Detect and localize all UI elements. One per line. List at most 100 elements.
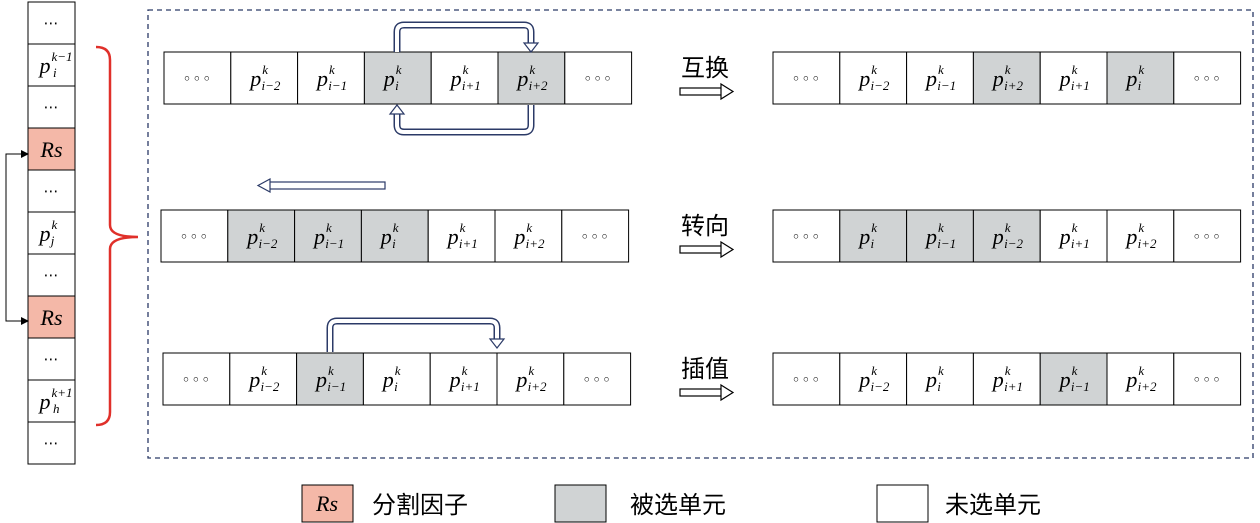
ring-dots-label: ◦◦◦ xyxy=(1192,228,1222,246)
sequence-cell: ◦◦◦ xyxy=(163,51,232,105)
sequence-cell: ◦◦◦ xyxy=(772,352,841,406)
left-column-cell: ⋯ xyxy=(27,1,76,45)
right-arrow-icon xyxy=(720,383,735,402)
ellipsis-label: ⋯ xyxy=(44,266,60,284)
operations-frame xyxy=(147,9,1254,459)
left-column-cell: ⋯ xyxy=(27,421,76,465)
operation-label: 互换 xyxy=(681,54,729,82)
legend-unselected-swatch xyxy=(876,484,929,523)
ellipsis-label: ⋯ xyxy=(44,434,60,452)
legend-rs-label: 分割因子 xyxy=(372,491,468,519)
sequence-cell: ◦◦◦ xyxy=(1173,209,1242,263)
rs-label: Rs xyxy=(40,137,63,162)
ellipsis-label: ⋯ xyxy=(44,350,60,368)
sequence-cell: ◦◦◦ xyxy=(772,209,841,263)
sequence-cell: ◦◦◦ xyxy=(162,352,231,406)
ring-dots-label: ◦◦◦ xyxy=(1192,70,1222,88)
ring-dots-label: ◦◦◦ xyxy=(580,228,610,246)
legend-rs-swatch xyxy=(301,484,354,523)
left-column-cell: ⋯ xyxy=(27,169,76,213)
sequence-cell: ◦◦◦ xyxy=(561,209,630,263)
operation-label: 转向 xyxy=(681,212,729,240)
sequence-cell: ◦◦◦ xyxy=(772,51,841,105)
ring-dots-label: ◦◦◦ xyxy=(792,371,822,389)
ring-dots-label: ◦◦◦ xyxy=(792,228,822,246)
ring-dots-label: ◦◦◦ xyxy=(583,70,613,88)
sequence-cell: ◦◦◦ xyxy=(1173,352,1242,406)
sequence-cell: ◦◦◦ xyxy=(563,352,632,406)
ellipsis-label: ⋯ xyxy=(44,98,60,116)
sequence-cell: ◦◦◦ xyxy=(1173,51,1242,105)
right-arrow-icon xyxy=(720,82,735,101)
ring-dots-label: ◦◦◦ xyxy=(183,70,213,88)
ring-dots-label: ◦◦◦ xyxy=(582,371,612,389)
legend-unselected-label: 未选单元 xyxy=(945,491,1041,519)
ring-dots-label: ◦◦◦ xyxy=(180,228,210,246)
legend-selected-swatch xyxy=(554,484,607,523)
ellipsis-label: ⋯ xyxy=(44,182,60,200)
rs-link-line xyxy=(5,150,29,322)
sequence-cell: ◦◦◦ xyxy=(160,209,229,263)
sequence-cell: ◦◦◦ xyxy=(564,51,633,105)
operation-2: 转向 xyxy=(679,212,735,259)
rs-label: Rs xyxy=(40,305,63,330)
